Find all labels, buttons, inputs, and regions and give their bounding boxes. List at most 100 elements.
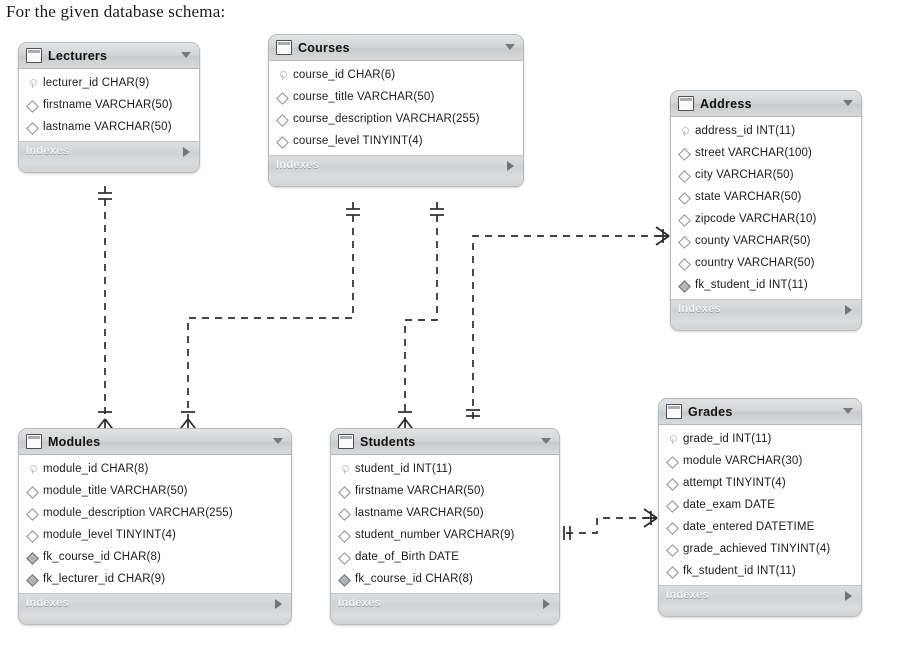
field-row[interactable]: fk_student_id INT(11) [659,560,861,582]
field-label: attempt TINYINT(4) [683,477,786,489]
table-footer-pad [19,163,199,172]
indexes-label: Indexes [26,145,70,157]
chevron-right-icon[interactable] [275,599,282,609]
field-label: grade_id INT(11) [683,433,772,445]
table-header-lecturers[interactable]: Lecturers [19,43,199,69]
table-address[interactable]: Address address_id INT(11) street VARCHA… [670,90,862,331]
table-modules[interactable]: Modules module_id CHAR(8) module_title V… [18,428,292,625]
chevron-down-icon[interactable] [505,44,515,50]
field-row[interactable]: street VARCHAR(100) [671,142,861,164]
indexes-section-students[interactable]: Indexes [331,593,559,615]
table-students[interactable]: Students student_id INT(11) firstname VA… [330,428,560,625]
page-caption: For the given database schema: [6,2,226,21]
field-row[interactable]: module VARCHAR(30) [659,450,861,472]
field-row[interactable]: county VARCHAR(50) [671,230,861,252]
field-row[interactable]: fk_course_id CHAR(8) [331,568,559,590]
field-label: county VARCHAR(50) [695,235,811,247]
field-row[interactable]: student_id INT(11) [331,458,559,480]
field-row[interactable]: lastname VARCHAR(50) [331,502,559,524]
field-row[interactable]: grade_id INT(11) [659,428,861,450]
field-label: date_entered DATETIME [683,521,815,533]
table-header-modules[interactable]: Modules [19,429,291,455]
chevron-down-icon[interactable] [273,438,283,444]
indexes-section-lecturers[interactable]: Indexes [19,141,199,163]
indexes-label: Indexes [26,597,70,609]
field-row[interactable]: zipcode VARCHAR(10) [671,208,861,230]
field-label: fk_course_id CHAR(8) [355,573,474,585]
field-row[interactable]: lastname VARCHAR(50) [19,116,199,138]
field-row[interactable]: address_id INT(11) [671,120,861,142]
chevron-down-icon[interactable] [541,438,551,444]
column-icon [679,148,690,159]
chevron-right-icon[interactable] [183,147,190,157]
indexes-section-grades[interactable]: Indexes [659,585,861,607]
field-list-lecturers: lecturer_id CHAR(9) firstname VARCHAR(50… [19,69,199,141]
field-row[interactable]: fk_lecturer_id CHAR(9) [19,568,291,590]
field-label: fk_course_id CHAR(8) [43,551,162,563]
field-label: module_id CHAR(8) [43,463,149,475]
chevron-down-icon[interactable] [181,52,191,58]
chevron-right-icon[interactable] [845,305,852,315]
column-icon [27,530,38,541]
table-footer-pad [19,615,291,624]
field-row[interactable]: date_of_Birth DATE [331,546,559,568]
field-list-address: address_id INT(11) street VARCHAR(100) c… [671,117,861,299]
primary-key-icon [27,464,38,475]
field-label: zipcode VARCHAR(10) [695,213,817,225]
field-row[interactable]: attempt TINYINT(4) [659,472,861,494]
field-row[interactable]: course_description VARCHAR(255) [269,108,523,130]
field-row[interactable]: module_title VARCHAR(50) [19,480,291,502]
field-row[interactable]: firstname VARCHAR(50) [331,480,559,502]
column-icon [679,258,690,269]
indexes-label: Indexes [666,589,710,601]
indexes-section-courses[interactable]: Indexes [269,155,523,177]
field-row[interactable]: state VARCHAR(50) [671,186,861,208]
chevron-right-icon[interactable] [543,599,550,609]
field-row[interactable]: module_description VARCHAR(255) [19,502,291,524]
primary-key-icon [679,126,690,137]
field-row[interactable]: course_id CHAR(6) [269,64,523,86]
field-label: date_exam DATE [683,499,776,511]
field-list-modules: module_id CHAR(8) module_title VARCHAR(5… [19,455,291,593]
field-row[interactable]: city VARCHAR(50) [671,164,861,186]
connector-courses-students [394,202,444,433]
primary-key-icon [667,434,678,445]
column-icon [339,552,350,563]
table-header-address[interactable]: Address [671,91,861,117]
table-courses[interactable]: Courses course_id CHAR(6) course_title V… [268,34,524,187]
field-label: firstname VARCHAR(50) [43,99,173,111]
field-label: module VARCHAR(30) [683,455,803,467]
column-icon [679,170,690,181]
field-row[interactable]: fk_course_id CHAR(8) [19,546,291,568]
field-row[interactable]: fk_student_id INT(11) [671,274,861,296]
table-icon [276,40,292,55]
column-icon [667,456,678,467]
field-row[interactable]: date_exam DATE [659,494,861,516]
table-header-students[interactable]: Students [331,429,559,455]
table-grades[interactable]: Grades grade_id INT(11) module VARCHAR(3… [658,398,862,617]
field-row[interactable]: module_id CHAR(8) [19,458,291,480]
chevron-down-icon[interactable] [843,100,853,106]
field-row[interactable]: country VARCHAR(50) [671,252,861,274]
indexes-section-address[interactable]: Indexes [671,299,861,321]
field-row[interactable]: course_level TINYINT(4) [269,130,523,152]
chevron-right-icon[interactable] [845,591,852,601]
field-row[interactable]: firstname VARCHAR(50) [19,94,199,116]
foreign-key-icon [679,280,690,291]
field-row[interactable]: grade_achieved TINYINT(4) [659,538,861,560]
indexes-section-modules[interactable]: Indexes [19,593,291,615]
table-lecturers[interactable]: Lecturers lecturer_id CHAR(9) firstname … [18,42,200,173]
column-icon [667,544,678,555]
field-row[interactable]: module_level TINYINT(4) [19,524,291,546]
table-header-courses[interactable]: Courses [269,35,523,61]
foreign-key-icon [27,574,38,585]
field-row[interactable]: course_title VARCHAR(50) [269,86,523,108]
chevron-right-icon[interactable] [507,161,514,171]
field-row[interactable]: date_entered DATETIME [659,516,861,538]
field-row[interactable]: lecturer_id CHAR(9) [19,72,199,94]
chevron-down-icon[interactable] [843,408,853,414]
table-header-grades[interactable]: Grades [659,399,861,425]
column-icon [27,486,38,497]
field-row[interactable]: student_number VARCHAR(9) [331,524,559,546]
table-title: Lecturers [48,48,108,63]
